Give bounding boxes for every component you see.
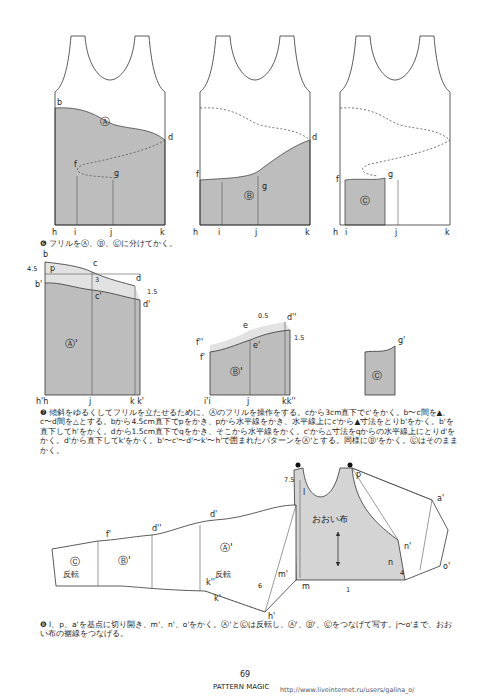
torso-b [200, 36, 310, 225]
pattern-label: Ⓑ [244, 190, 254, 203]
pattern-label: 1.5 [147, 288, 157, 296]
pattern-label: f'' [196, 338, 203, 348]
pattern-label: f [74, 160, 77, 170]
watermark: http://www.liveinternet.ru/users/galina_… [280, 686, 415, 694]
pattern-label: 反転 [215, 570, 231, 579]
instruction-text: ❽ l、p、a'を基点に切り開き、m'、n'、o'をかく。Ⓐ'とⒸは反転し、Ⓐ'… [40, 620, 460, 639]
pattern-label: k [305, 228, 310, 238]
pattern-label: b [43, 250, 48, 260]
pattern-label: k'' [206, 578, 215, 588]
pattern-label: 7.5 [284, 476, 294, 484]
pattern-label: Ⓐ [100, 116, 110, 129]
pattern-label: kk'' [282, 397, 296, 407]
pattern-label: k k' [130, 397, 144, 407]
pattern-label: d [168, 133, 173, 143]
pattern-label: k [160, 228, 165, 238]
page-footer: 69 [240, 670, 250, 680]
pattern-label: e [243, 321, 248, 331]
pattern-b-prime [210, 322, 290, 395]
pattern-label: d' [143, 300, 150, 310]
pattern-label: 1.5 [294, 334, 304, 342]
pattern-label: a' [437, 494, 444, 504]
torso-c [340, 36, 450, 225]
pattern-label: g [114, 169, 119, 179]
pattern-label: j [395, 228, 397, 238]
pattern-label: d' [210, 510, 217, 520]
pattern-label: i [345, 228, 347, 238]
pattern-label: c [93, 259, 97, 269]
pattern-label: Ⓐ' [65, 338, 78, 351]
pattern-label: b [57, 98, 62, 108]
instruction-text: ❼ 傾斜をゆるくしてフリルを立たせるために、Ⓐのフリルを操作をする。cから3cm… [40, 408, 460, 455]
pattern-label: j [255, 228, 257, 238]
pattern-label: f' [106, 530, 111, 540]
pattern-c [365, 346, 395, 395]
pattern-label: k' [214, 594, 221, 604]
pattern-label: d [312, 133, 317, 143]
pattern-label: p [356, 470, 361, 480]
pattern-label: 4 [400, 569, 404, 577]
pattern-label: p [50, 264, 55, 274]
pattern-label: 反転 [63, 570, 79, 579]
pattern-label: 1 [346, 586, 350, 594]
pattern-label: c' [95, 292, 102, 302]
pattern-label: Ⓒ [70, 556, 80, 569]
pattern-label: o' [443, 562, 450, 572]
pattern-label: i'i [204, 397, 211, 407]
frill-band [52, 505, 296, 612]
pattern-label: f [196, 170, 199, 180]
pattern-label: b' [35, 280, 42, 290]
pattern-label: Ⓐ' [220, 542, 233, 555]
pattern-label: d'' [287, 313, 296, 323]
pattern-label: n [388, 558, 393, 568]
pattern-label: g' [398, 336, 405, 346]
pattern-label: 6 [258, 582, 262, 590]
pattern-label: 4.5 [27, 265, 37, 273]
pattern-label: d'' [152, 524, 161, 534]
page-footer: PATTERN MAGIC [213, 683, 269, 692]
pattern-label: i [218, 228, 220, 238]
pattern-label: ❻ フリルをⒶ、Ⓑ、Ⓒに分けてかく。 [40, 239, 460, 248]
pattern-label: j [110, 228, 112, 238]
pattern-label: おおい布 [312, 514, 348, 525]
pattern-label: h'h [36, 397, 48, 407]
pattern-a-prime [45, 262, 140, 395]
pattern-label: m [302, 582, 310, 592]
pattern-label: Ⓑ' [230, 366, 243, 379]
pattern-label: e' [253, 341, 260, 351]
pattern-label: Ⓒ [372, 370, 382, 383]
pattern-label: j [89, 397, 91, 407]
pattern-label: h [193, 228, 198, 238]
pattern-label: f [336, 175, 339, 185]
pattern-label: g [388, 170, 393, 180]
pattern-label: 3 [95, 276, 99, 284]
pattern-label: k [445, 228, 450, 238]
pattern-label: h [52, 228, 57, 238]
pattern-label: i [74, 228, 76, 238]
pattern-label: f' [200, 353, 205, 363]
pattern-label: 0.5 [258, 312, 268, 320]
pattern-label: n' [404, 542, 411, 552]
torso-a [55, 36, 165, 225]
pattern-label: d [136, 274, 141, 284]
pattern-label: h [333, 228, 338, 238]
pattern-label: j [247, 397, 249, 407]
pattern-label: Ⓑ' [118, 555, 131, 568]
pattern-label: Ⓒ [360, 195, 370, 208]
pattern-label: g [262, 182, 267, 192]
pattern-label: m' [278, 570, 288, 580]
overlay-pattern [294, 463, 448, 581]
pattern-label: l [303, 488, 305, 498]
